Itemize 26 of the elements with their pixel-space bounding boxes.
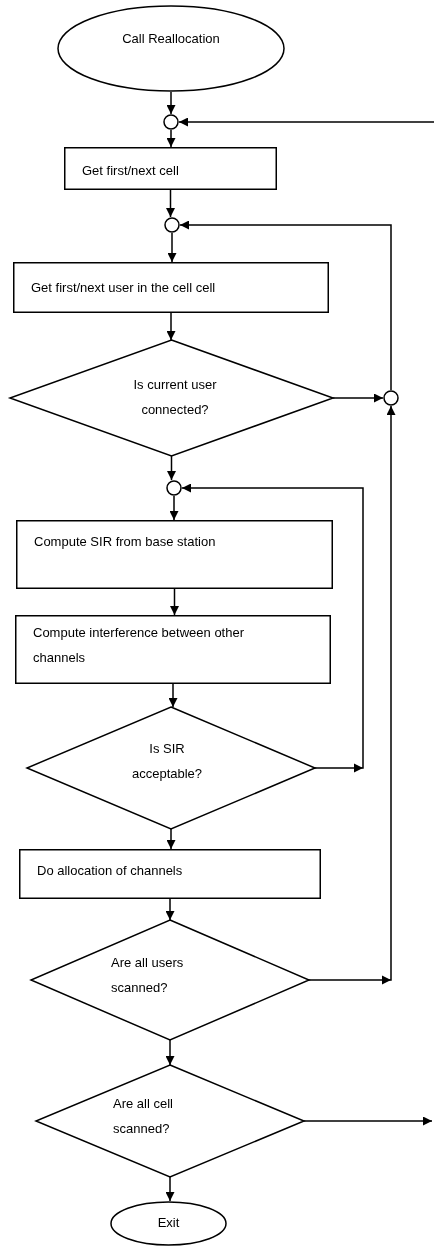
connector-circle (164, 217, 180, 233)
decision-diamond (10, 340, 333, 456)
node-label: Are all users scanned? (111, 954, 185, 997)
node-label: Is current user connected? (132, 376, 218, 419)
decision-diamond (31, 920, 309, 1040)
process-box (64, 147, 277, 190)
connector-circle (166, 480, 182, 496)
node-label: Exit (156, 1214, 181, 1232)
process-box (19, 849, 321, 899)
connector-circle (163, 114, 179, 130)
node-label: Compute SIR from base station (34, 533, 217, 551)
node-label: Compute interference between other channels (33, 624, 245, 667)
process-box (16, 520, 333, 589)
node-label: Are all cell scanned? (113, 1095, 174, 1138)
node-label: Get first/next user in the cell cell (31, 279, 217, 297)
node-label: Get first/next cell (82, 162, 180, 180)
connector-circle (383, 390, 399, 406)
node-label: Call Reallocation (121, 30, 221, 48)
terminal-ellipse (110, 1201, 227, 1246)
decision-diamond (36, 1065, 304, 1177)
decision-diamond (27, 707, 315, 829)
node-label: Is SIR acceptable? (130, 740, 204, 783)
process-box (15, 615, 331, 684)
terminal-ellipse (57, 5, 285, 92)
process-box (13, 262, 329, 313)
node-label: Do allocation of channels (37, 862, 184, 880)
